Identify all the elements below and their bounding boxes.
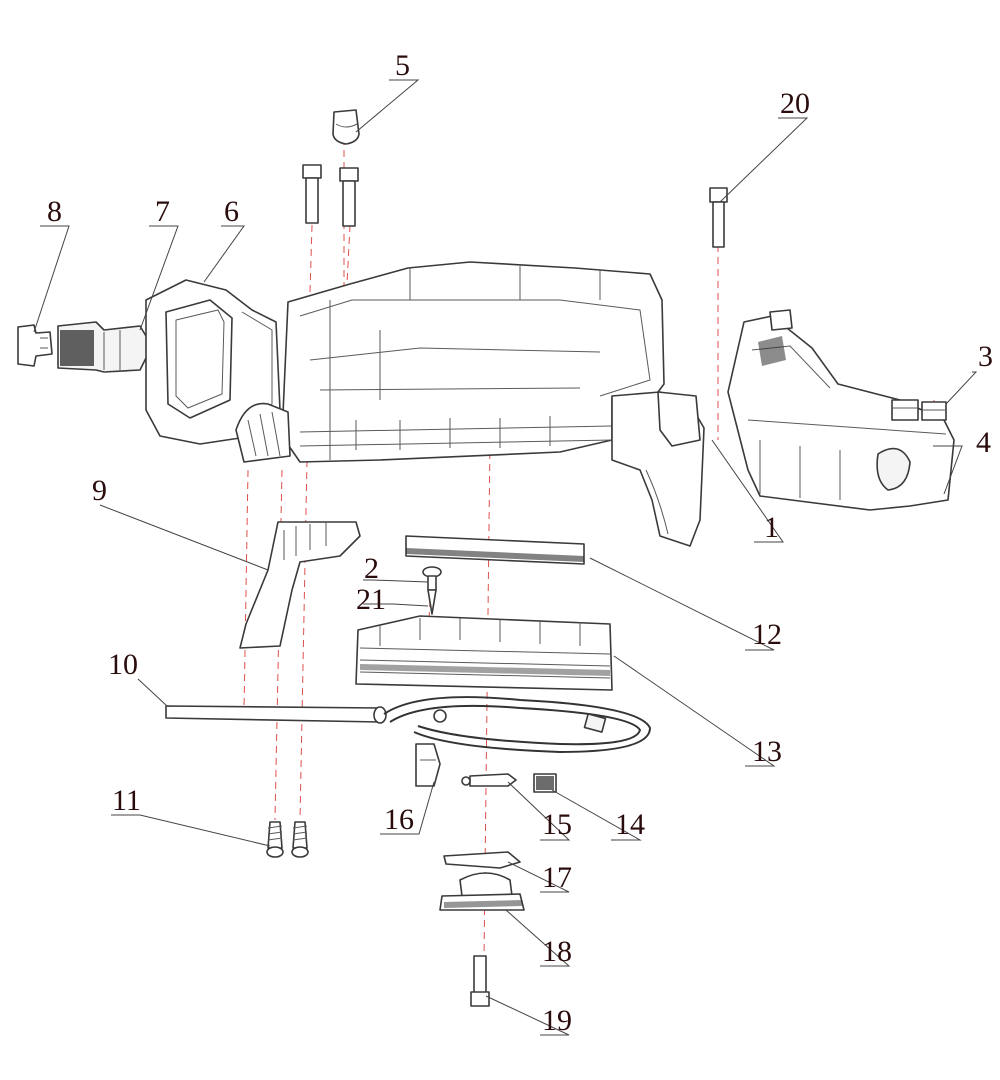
callout-16: 16 bbox=[384, 803, 414, 836]
callout-15: 15 bbox=[542, 808, 572, 841]
axis-part-2 bbox=[427, 599, 431, 641]
cable-loop bbox=[383, 696, 652, 754]
part-20-bolt bbox=[709, 187, 728, 248]
axis-guard-left bbox=[243, 469, 249, 713]
callout-17: 17 bbox=[542, 861, 572, 894]
callout-12: 12 bbox=[752, 618, 782, 651]
part-6-nozzle bbox=[145, 279, 281, 445]
part-7-grip bbox=[57, 321, 153, 373]
callout-9: 9 bbox=[92, 474, 107, 507]
callout-21: 21 bbox=[356, 583, 386, 616]
part-2-screw bbox=[422, 566, 442, 591]
part-10-rod bbox=[165, 705, 387, 724]
callout-6: 6 bbox=[224, 195, 239, 228]
callout-8: 8 bbox=[47, 195, 62, 228]
part-19-bolt bbox=[470, 955, 490, 1007]
callout-3: 3 bbox=[978, 340, 993, 373]
part-3-caps bbox=[891, 399, 947, 421]
part-14-spring bbox=[533, 773, 557, 793]
part-13-block bbox=[355, 615, 613, 691]
callout-11: 11 bbox=[112, 784, 141, 817]
part-18-base bbox=[439, 872, 525, 911]
main-housing bbox=[235, 261, 665, 463]
part-21-pin bbox=[427, 589, 437, 615]
bolt-left bbox=[302, 164, 322, 224]
part-11-screws bbox=[266, 821, 309, 858]
axis-screw-b bbox=[299, 459, 308, 821]
part-1-handle bbox=[611, 391, 705, 547]
leader-lines bbox=[33, 79, 978, 1036]
part-15-pin bbox=[461, 773, 517, 787]
part-5-cap bbox=[332, 109, 360, 145]
callout-18: 18 bbox=[542, 935, 572, 968]
part-17-plate bbox=[443, 851, 521, 869]
part-12-bar bbox=[405, 535, 585, 565]
callout-7: 7 bbox=[155, 195, 170, 228]
bolt-mid bbox=[339, 167, 359, 227]
part-8-plug bbox=[17, 324, 53, 367]
callout-19: 19 bbox=[542, 1004, 572, 1037]
callout-20: 20 bbox=[780, 87, 810, 120]
callout-labels: 1 2 3 4 5 6 7 8 9 10 11 12 13 14 15 16 1… bbox=[47, 49, 993, 1037]
callout-5: 5 bbox=[395, 49, 410, 82]
part-4-housing bbox=[727, 309, 955, 511]
callout-13: 13 bbox=[752, 735, 782, 768]
part-16-clip bbox=[415, 743, 441, 787]
callout-14: 14 bbox=[615, 808, 645, 841]
callout-2: 2 bbox=[364, 552, 379, 585]
callout-4: 4 bbox=[976, 426, 991, 459]
callout-10: 10 bbox=[108, 648, 138, 681]
callout-1: 1 bbox=[764, 511, 779, 544]
part-9-guard bbox=[239, 521, 361, 649]
axis-screw-a bbox=[274, 469, 283, 821]
